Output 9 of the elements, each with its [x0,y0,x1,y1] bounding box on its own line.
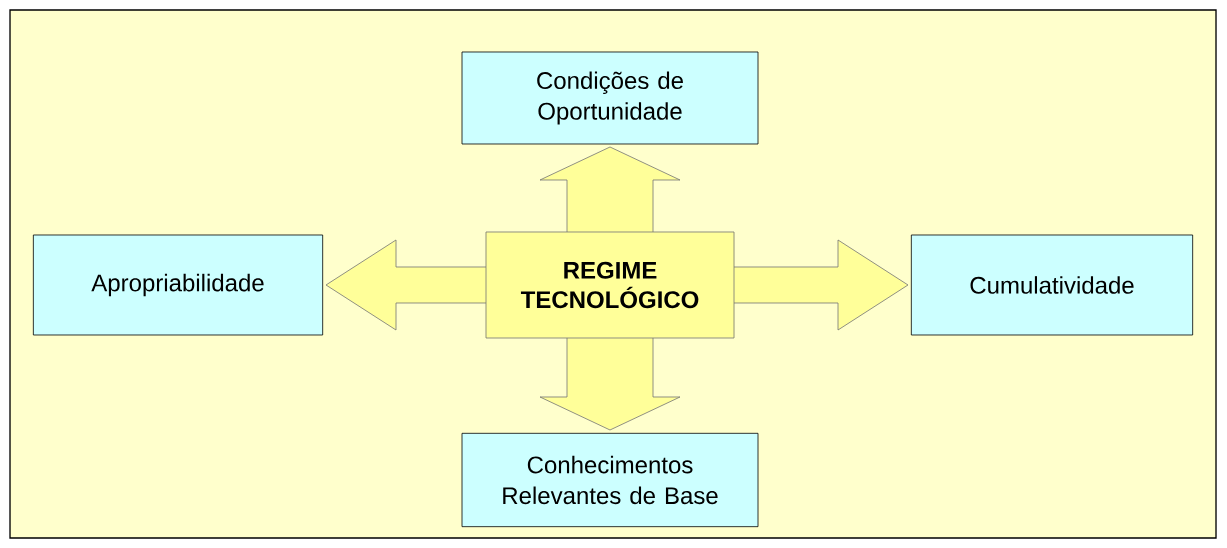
concept-box: Conhecimentos Relevantes de Base [461,432,759,528]
block-arrow [733,239,909,331]
hub-box: REGIME TECNOLÓGICO [485,232,735,338]
concept-box: Apropriabilidade [32,234,324,336]
block-arrow [539,146,681,233]
concept-box: Condições de Oportunidade [461,51,759,145]
block-arrow [325,239,487,331]
concept-box: Cumulatividade [910,234,1194,336]
block-arrow [539,337,681,431]
